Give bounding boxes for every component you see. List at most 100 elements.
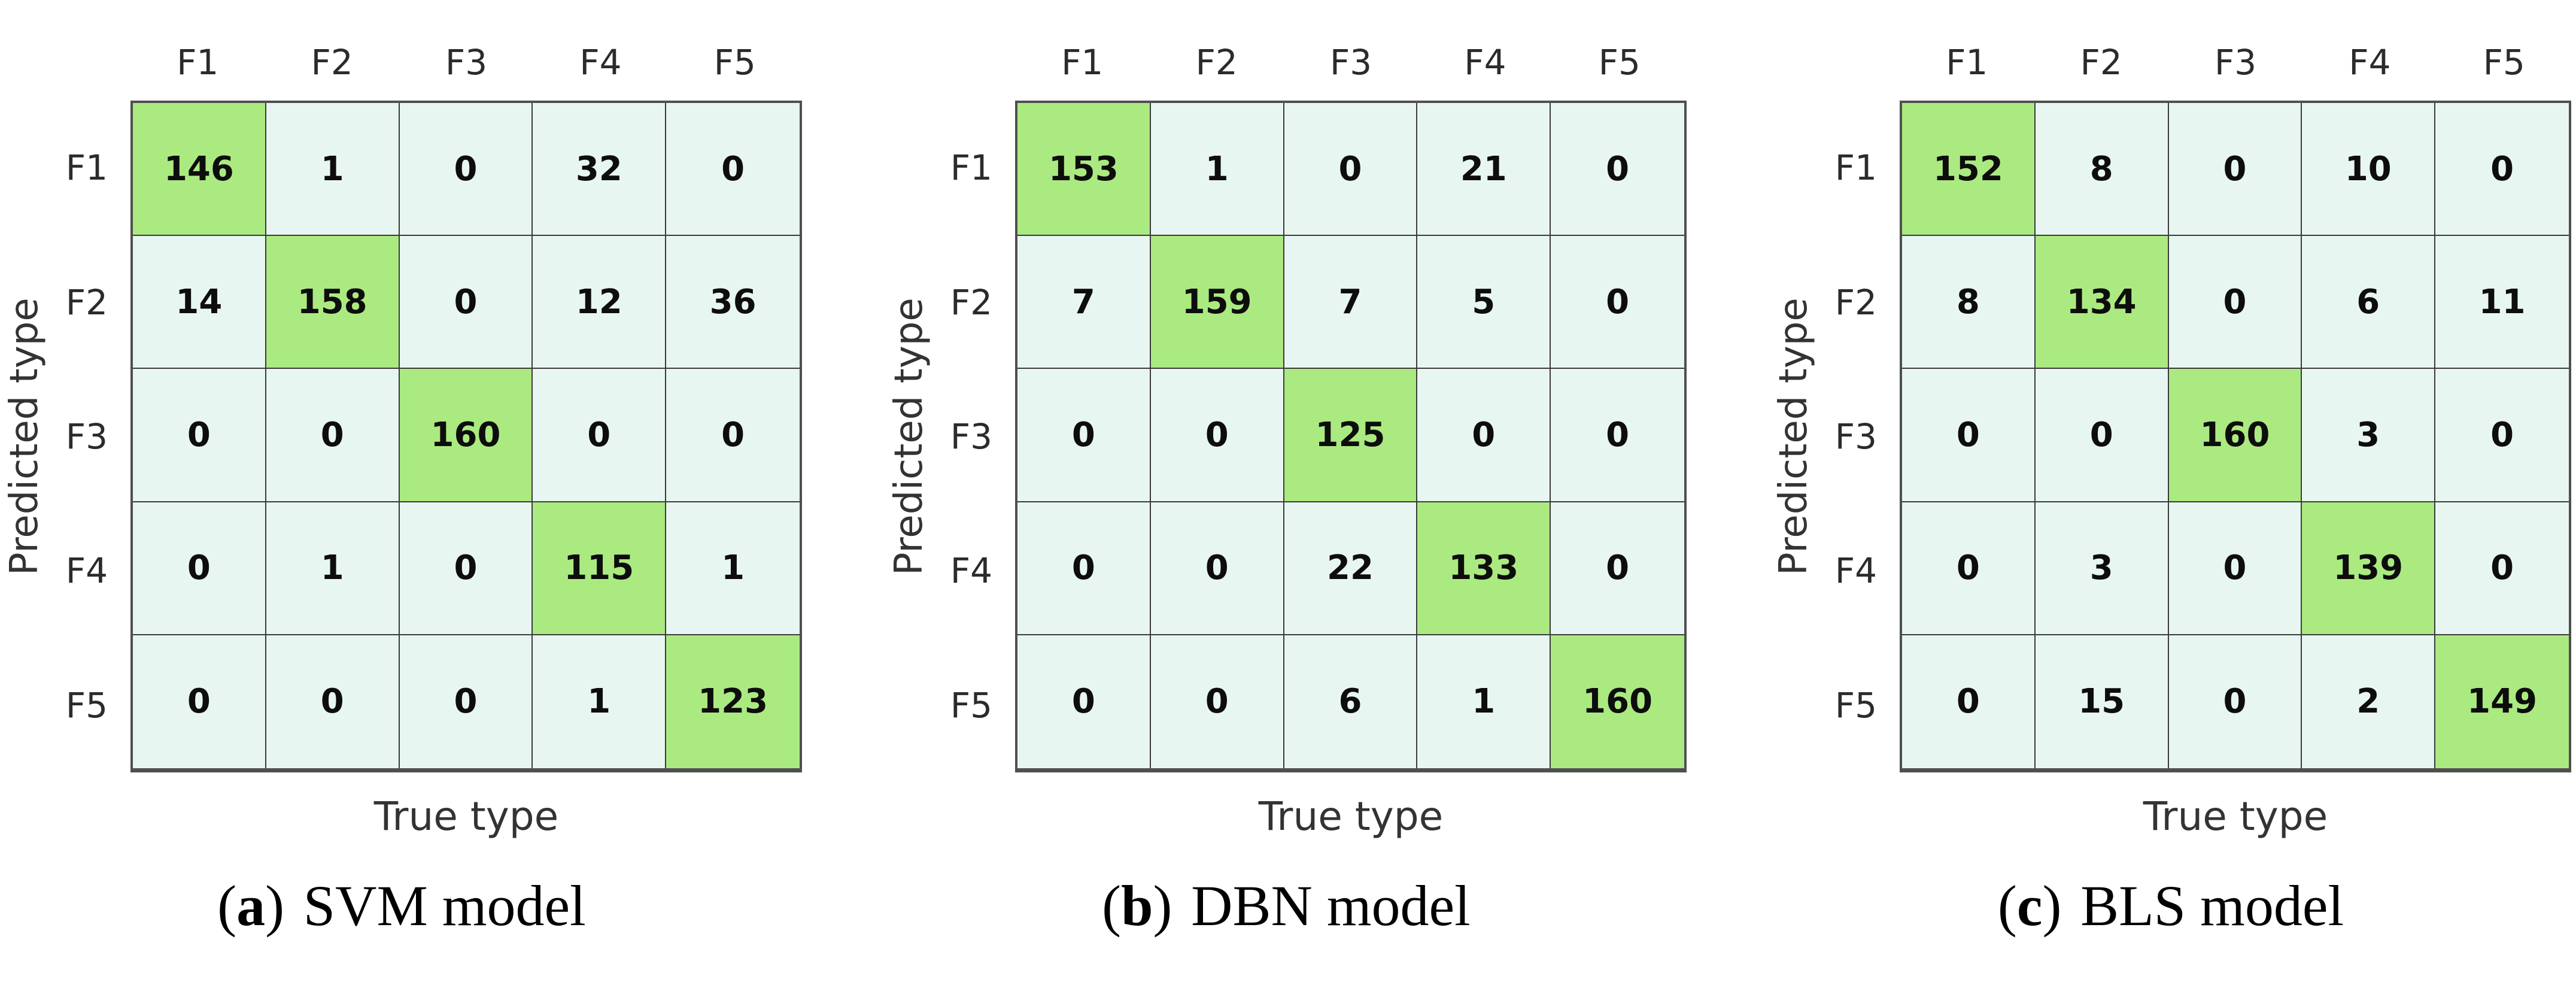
cell-F3-F4: 0 — [1417, 369, 1551, 502]
cell-F4-F2: 3 — [2035, 502, 2169, 635]
cell-F2-F5: 11 — [2435, 236, 2569, 369]
caption-model: BLS model — [2080, 874, 2344, 938]
row-header-F4: F4 — [1834, 550, 1877, 592]
row-header-F5: F5 — [1834, 684, 1877, 726]
cell-F3-F3: 125 — [1284, 369, 1418, 502]
cell-F1-F2: 8 — [2035, 103, 2169, 237]
cell-F4-F4: 133 — [1417, 502, 1551, 635]
cell-F2-F4: 6 — [2302, 236, 2436, 369]
cell-F5-F3: 0 — [2168, 635, 2302, 768]
cell-F2-F5: 0 — [1551, 236, 1684, 369]
x-axis-label: True type — [2143, 793, 2328, 839]
cell-F4-F5: 1 — [666, 502, 800, 635]
cell-F3-F2: 0 — [266, 369, 400, 502]
panel-caption: (b)DBN model — [886, 850, 1687, 961]
cell-F5-F5: 160 — [1551, 635, 1684, 768]
col-header-F3: F3 — [2214, 42, 2257, 83]
col-header-F3: F3 — [1329, 42, 1372, 83]
caption-paren-open: ( — [1997, 874, 2017, 938]
caption-paren-close: ) — [1153, 874, 1172, 938]
row-header-F4: F4 — [950, 550, 992, 592]
cell-F3-F5: 0 — [2435, 369, 2569, 502]
col-header-F4: F4 — [579, 42, 622, 83]
cell-F1-F1: 153 — [1017, 103, 1151, 237]
caption-paren-open: ( — [217, 874, 237, 938]
row-header-F1: F1 — [65, 147, 108, 189]
col-header-F2: F2 — [311, 42, 353, 83]
cell-F3-F1: 0 — [1017, 369, 1151, 502]
cell-F2-F3: 7 — [1284, 236, 1418, 369]
cell-F5-F4: 1 — [1417, 635, 1551, 768]
cell-F5-F5: 123 — [666, 635, 800, 768]
cell-F5-F2: 15 — [2035, 635, 2169, 768]
row-header-F5: F5 — [65, 684, 108, 726]
caption-paren-close: ) — [265, 874, 285, 938]
caption-model: SVM model — [303, 874, 586, 938]
cell-F1-F5: 0 — [1551, 103, 1684, 237]
cell-F4-F3: 0 — [399, 502, 533, 635]
cell-F2-F4: 5 — [1417, 236, 1551, 369]
cell-F2-F1: 14 — [133, 236, 266, 369]
cell-F4-F1: 0 — [133, 502, 266, 635]
cell-F5-F2: 0 — [266, 635, 400, 768]
cell-F1-F4: 10 — [2302, 103, 2436, 237]
col-header-F2: F2 — [2080, 42, 2122, 83]
col-header-F5: F5 — [1598, 42, 1641, 83]
cell-F1-F5: 0 — [666, 103, 800, 237]
cell-F4-F3: 0 — [2168, 502, 2302, 635]
col-header-F5: F5 — [2483, 42, 2525, 83]
caption-letter: a — [236, 874, 266, 938]
cell-F3-F5: 0 — [666, 369, 800, 502]
cell-F1-F4: 32 — [533, 103, 667, 237]
y-axis-label: Predicted type — [1772, 298, 1816, 575]
panel-caption: (a) SVM model — [1, 850, 802, 961]
cell-F4-F3: 22 — [1284, 502, 1418, 635]
cell-F2-F3: 0 — [2168, 236, 2302, 369]
cell-F1-F2: 1 — [266, 103, 400, 237]
cell-F1-F1: 146 — [133, 103, 266, 237]
cell-F3-F1: 0 — [1902, 369, 2036, 502]
cell-F2-F2: 159 — [1150, 236, 1284, 369]
cell-F3-F4: 0 — [533, 369, 667, 502]
col-header-F1: F1 — [177, 42, 219, 83]
row-header-F3: F3 — [950, 416, 992, 457]
cell-F5-F3: 0 — [399, 635, 533, 768]
panel-caption: (c)BLS model — [1770, 850, 2571, 961]
cell-F3-F1: 0 — [133, 369, 266, 502]
col-header-F2: F2 — [1195, 42, 1238, 83]
row-header-F2: F2 — [1834, 281, 1877, 323]
cell-F4-F5: 0 — [1551, 502, 1684, 635]
cell-F4-F4: 115 — [533, 502, 667, 635]
x-axis-label: True type — [373, 793, 559, 839]
col-header-F1: F1 — [1946, 42, 1988, 83]
cell-F3-F3: 160 — [2168, 369, 2302, 502]
cell-F2-F1: 7 — [1017, 236, 1151, 369]
y-axis-label: Predicted type — [2, 298, 47, 575]
cell-F2-F1: 8 — [1902, 236, 2036, 369]
x-axis-label: True type — [1258, 793, 1444, 839]
cell-F3-F2: 0 — [2035, 369, 2169, 502]
cell-F5-F5: 149 — [2435, 635, 2569, 768]
cell-F1-F3: 0 — [1284, 103, 1418, 237]
caption-paren-open: ( — [1102, 874, 1122, 938]
row-header-F3: F3 — [65, 416, 108, 457]
row-header-F1: F1 — [950, 147, 992, 189]
cell-F2-F3: 0 — [399, 236, 533, 369]
cell-F1-F1: 152 — [1902, 103, 2036, 237]
cell-F2-F5: 36 — [666, 236, 800, 369]
cell-F2-F2: 158 — [266, 236, 400, 369]
cell-F1-F2: 1 — [1150, 103, 1284, 237]
cell-F1-F5: 0 — [2435, 103, 2569, 237]
y-axis-label: Predicted type — [887, 298, 931, 575]
cell-F4-F1: 0 — [1017, 502, 1151, 635]
